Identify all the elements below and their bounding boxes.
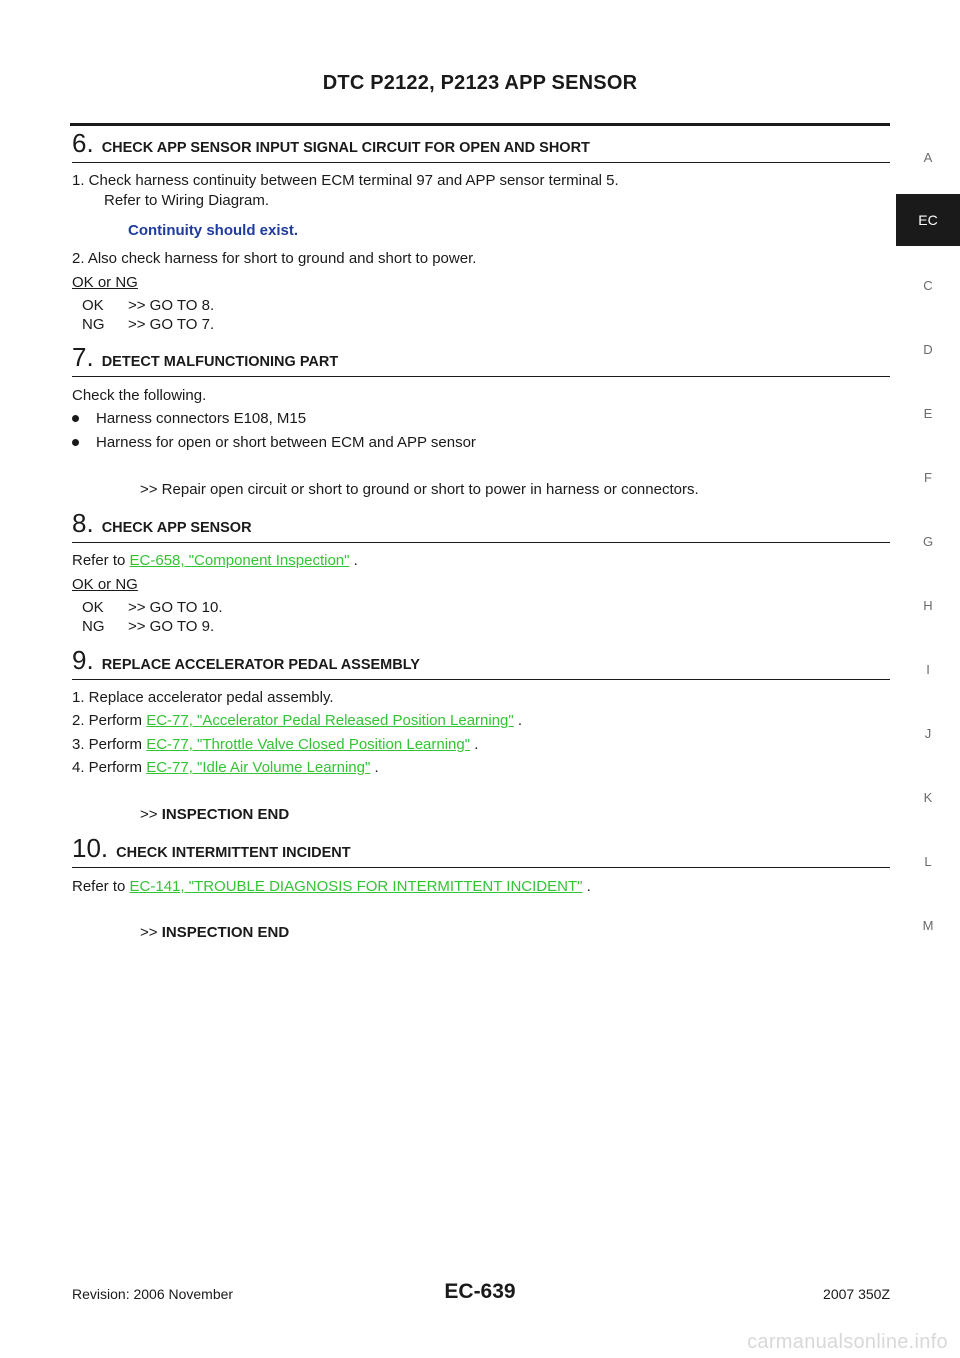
step-line: 3. Perform EC-77, "Throttle Valve Closed… bbox=[72, 736, 478, 754]
ok-or-ng-heading: OK or NG bbox=[72, 274, 138, 291]
bullet-item: Harness for open or short between ECM an… bbox=[72, 434, 476, 452]
page-number: EC-639 bbox=[444, 1280, 516, 1303]
ok-label: OK bbox=[82, 599, 104, 616]
section-number: 6. bbox=[72, 128, 94, 158]
ng-label: NG bbox=[82, 618, 105, 635]
step-line: 2. Perform EC-77, "Accelerator Pedal Rel… bbox=[72, 712, 522, 730]
bullet-item: Harness connectors E108, M15 bbox=[72, 410, 306, 428]
idle-air-learning-link[interactable]: EC-77, "Idle Air Volume Learning" bbox=[146, 759, 371, 776]
section-title: REPLACE ACCELERATOR PEDAL ASSEMBLY bbox=[101, 657, 420, 673]
ng-action: >> GO TO 9. bbox=[128, 618, 215, 635]
step-text: 1. Replace accelerator pedal assembly. bbox=[72, 689, 334, 706]
end-text: INSPECTION END bbox=[161, 924, 290, 941]
tab-h[interactable]: H bbox=[923, 598, 933, 613]
tab-i[interactable]: I bbox=[926, 662, 930, 677]
watermark: carmanualsonline.info bbox=[747, 1331, 948, 1353]
accelerator-learning-link[interactable]: EC-77, "Accelerator Pedal Released Posit… bbox=[146, 712, 514, 729]
section-rule bbox=[72, 679, 890, 680]
step-text: 2. Also check harness for short to groun… bbox=[72, 250, 477, 267]
section-title: CHECK INTERMITTENT INCIDENT bbox=[116, 845, 351, 861]
tab-e[interactable]: E bbox=[923, 406, 933, 421]
model-text: 2007 350Z bbox=[823, 1286, 890, 1302]
end-line: >> INSPECTION END bbox=[140, 806, 289, 824]
ng-action: >> GO TO 7. bbox=[128, 316, 215, 333]
step-text: 1. Check harness continuity between ECM … bbox=[72, 172, 619, 189]
section-number: 9. bbox=[72, 645, 94, 675]
ok-action: >> GO TO 10. bbox=[128, 599, 223, 616]
section-rule bbox=[72, 376, 890, 377]
tab-g[interactable]: G bbox=[922, 534, 934, 549]
tab-c[interactable]: C bbox=[923, 278, 933, 293]
refer-line: Refer to EC-141, "TROUBLE DIAGNOSIS FOR … bbox=[72, 878, 591, 896]
section-title: DETECT MALFUNCTIONING PART bbox=[101, 354, 339, 370]
section-7: 7. DETECT MALFUNCTIONING PART bbox=[72, 344, 890, 377]
tab-k[interactable]: K bbox=[923, 790, 933, 805]
section-6: 6. CHECK APP SENSOR INPUT SIGNAL CIRCUIT… bbox=[72, 130, 890, 163]
step-line: 4. Perform EC-77, "Idle Air Volume Learn… bbox=[72, 759, 379, 777]
section-number: 7. bbox=[72, 342, 94, 372]
tab-j[interactable]: J bbox=[924, 726, 932, 741]
bullet-text: Harness connectors E108, M15 bbox=[96, 410, 307, 427]
tab-f[interactable]: F bbox=[924, 470, 932, 485]
tab-a[interactable]: A bbox=[923, 150, 933, 165]
tab-l[interactable]: L bbox=[924, 854, 932, 869]
refer-prefix: Refer to bbox=[72, 878, 130, 895]
section-number: 10. bbox=[72, 833, 109, 863]
section-title: CHECK APP SENSOR INPUT SIGNAL CIRCUIT FO… bbox=[101, 140, 590, 156]
end-line: >> INSPECTION END bbox=[140, 924, 289, 942]
result-text: >> Repair open circuit or short to groun… bbox=[140, 481, 699, 498]
trouble-diagnosis-link[interactable]: EC-141, "TROUBLE DIAGNOSIS FOR INTERMITT… bbox=[129, 878, 583, 895]
revision-text: Revision: 2006 November bbox=[72, 1286, 234, 1302]
end-prefix: >> bbox=[140, 806, 158, 823]
page-title: DTC P2122, P2123 APP SENSOR bbox=[322, 72, 638, 94]
refer-prefix: Refer to bbox=[72, 552, 130, 569]
component-inspection-link[interactable]: EC-658, "Component Inspection" bbox=[129, 552, 350, 569]
bullet-text: Harness for open or short between ECM an… bbox=[96, 434, 476, 451]
end-prefix: >> bbox=[140, 924, 158, 941]
refer-suffix: . bbox=[349, 552, 358, 569]
section-9: 9. REPLACE ACCELERATOR PEDAL ASSEMBLY bbox=[72, 647, 890, 680]
step-suffix: . bbox=[513, 712, 523, 729]
tab-m[interactable]: M bbox=[922, 918, 934, 933]
intro-text: Check the following. bbox=[72, 387, 207, 404]
ok-or-ng-heading: OK or NG bbox=[72, 576, 138, 593]
ng-label: NG bbox=[82, 316, 105, 333]
section-rule bbox=[72, 867, 890, 868]
throttle-learning-link[interactable]: EC-77, "Throttle Valve Closed Position L… bbox=[146, 736, 471, 753]
step-prefix: 2. Perform bbox=[72, 712, 147, 729]
step-text: Refer to Wiring Diagram. bbox=[104, 192, 270, 209]
end-text: INSPECTION END bbox=[161, 806, 290, 823]
section-8: 8. CHECK APP SENSOR bbox=[72, 510, 890, 543]
step-prefix: 3. Perform bbox=[72, 736, 147, 753]
section-rule bbox=[72, 162, 890, 163]
section-number: 8. bbox=[72, 508, 94, 538]
bullet-icon bbox=[72, 414, 79, 422]
refer-suffix: . bbox=[582, 878, 591, 895]
step-suffix: . bbox=[370, 759, 379, 776]
step-suffix: . bbox=[470, 736, 479, 753]
tab-d[interactable]: D bbox=[923, 342, 933, 357]
title-rule bbox=[70, 123, 890, 126]
section-rule bbox=[72, 542, 890, 543]
spec-text: Continuity should exist. bbox=[128, 222, 299, 239]
ok-action: >> GO TO 8. bbox=[128, 297, 215, 314]
section-title: CHECK APP SENSOR bbox=[101, 520, 252, 536]
ok-label: OK bbox=[82, 297, 104, 314]
step-prefix: 4. Perform bbox=[72, 759, 147, 776]
tab-ec[interactable]: EC bbox=[896, 194, 960, 246]
section-10: 10. CHECK INTERMITTENT INCIDENT bbox=[72, 835, 890, 868]
refer-line: Refer to EC-658, "Component Inspection" … bbox=[72, 552, 358, 570]
bullet-icon bbox=[72, 438, 79, 446]
